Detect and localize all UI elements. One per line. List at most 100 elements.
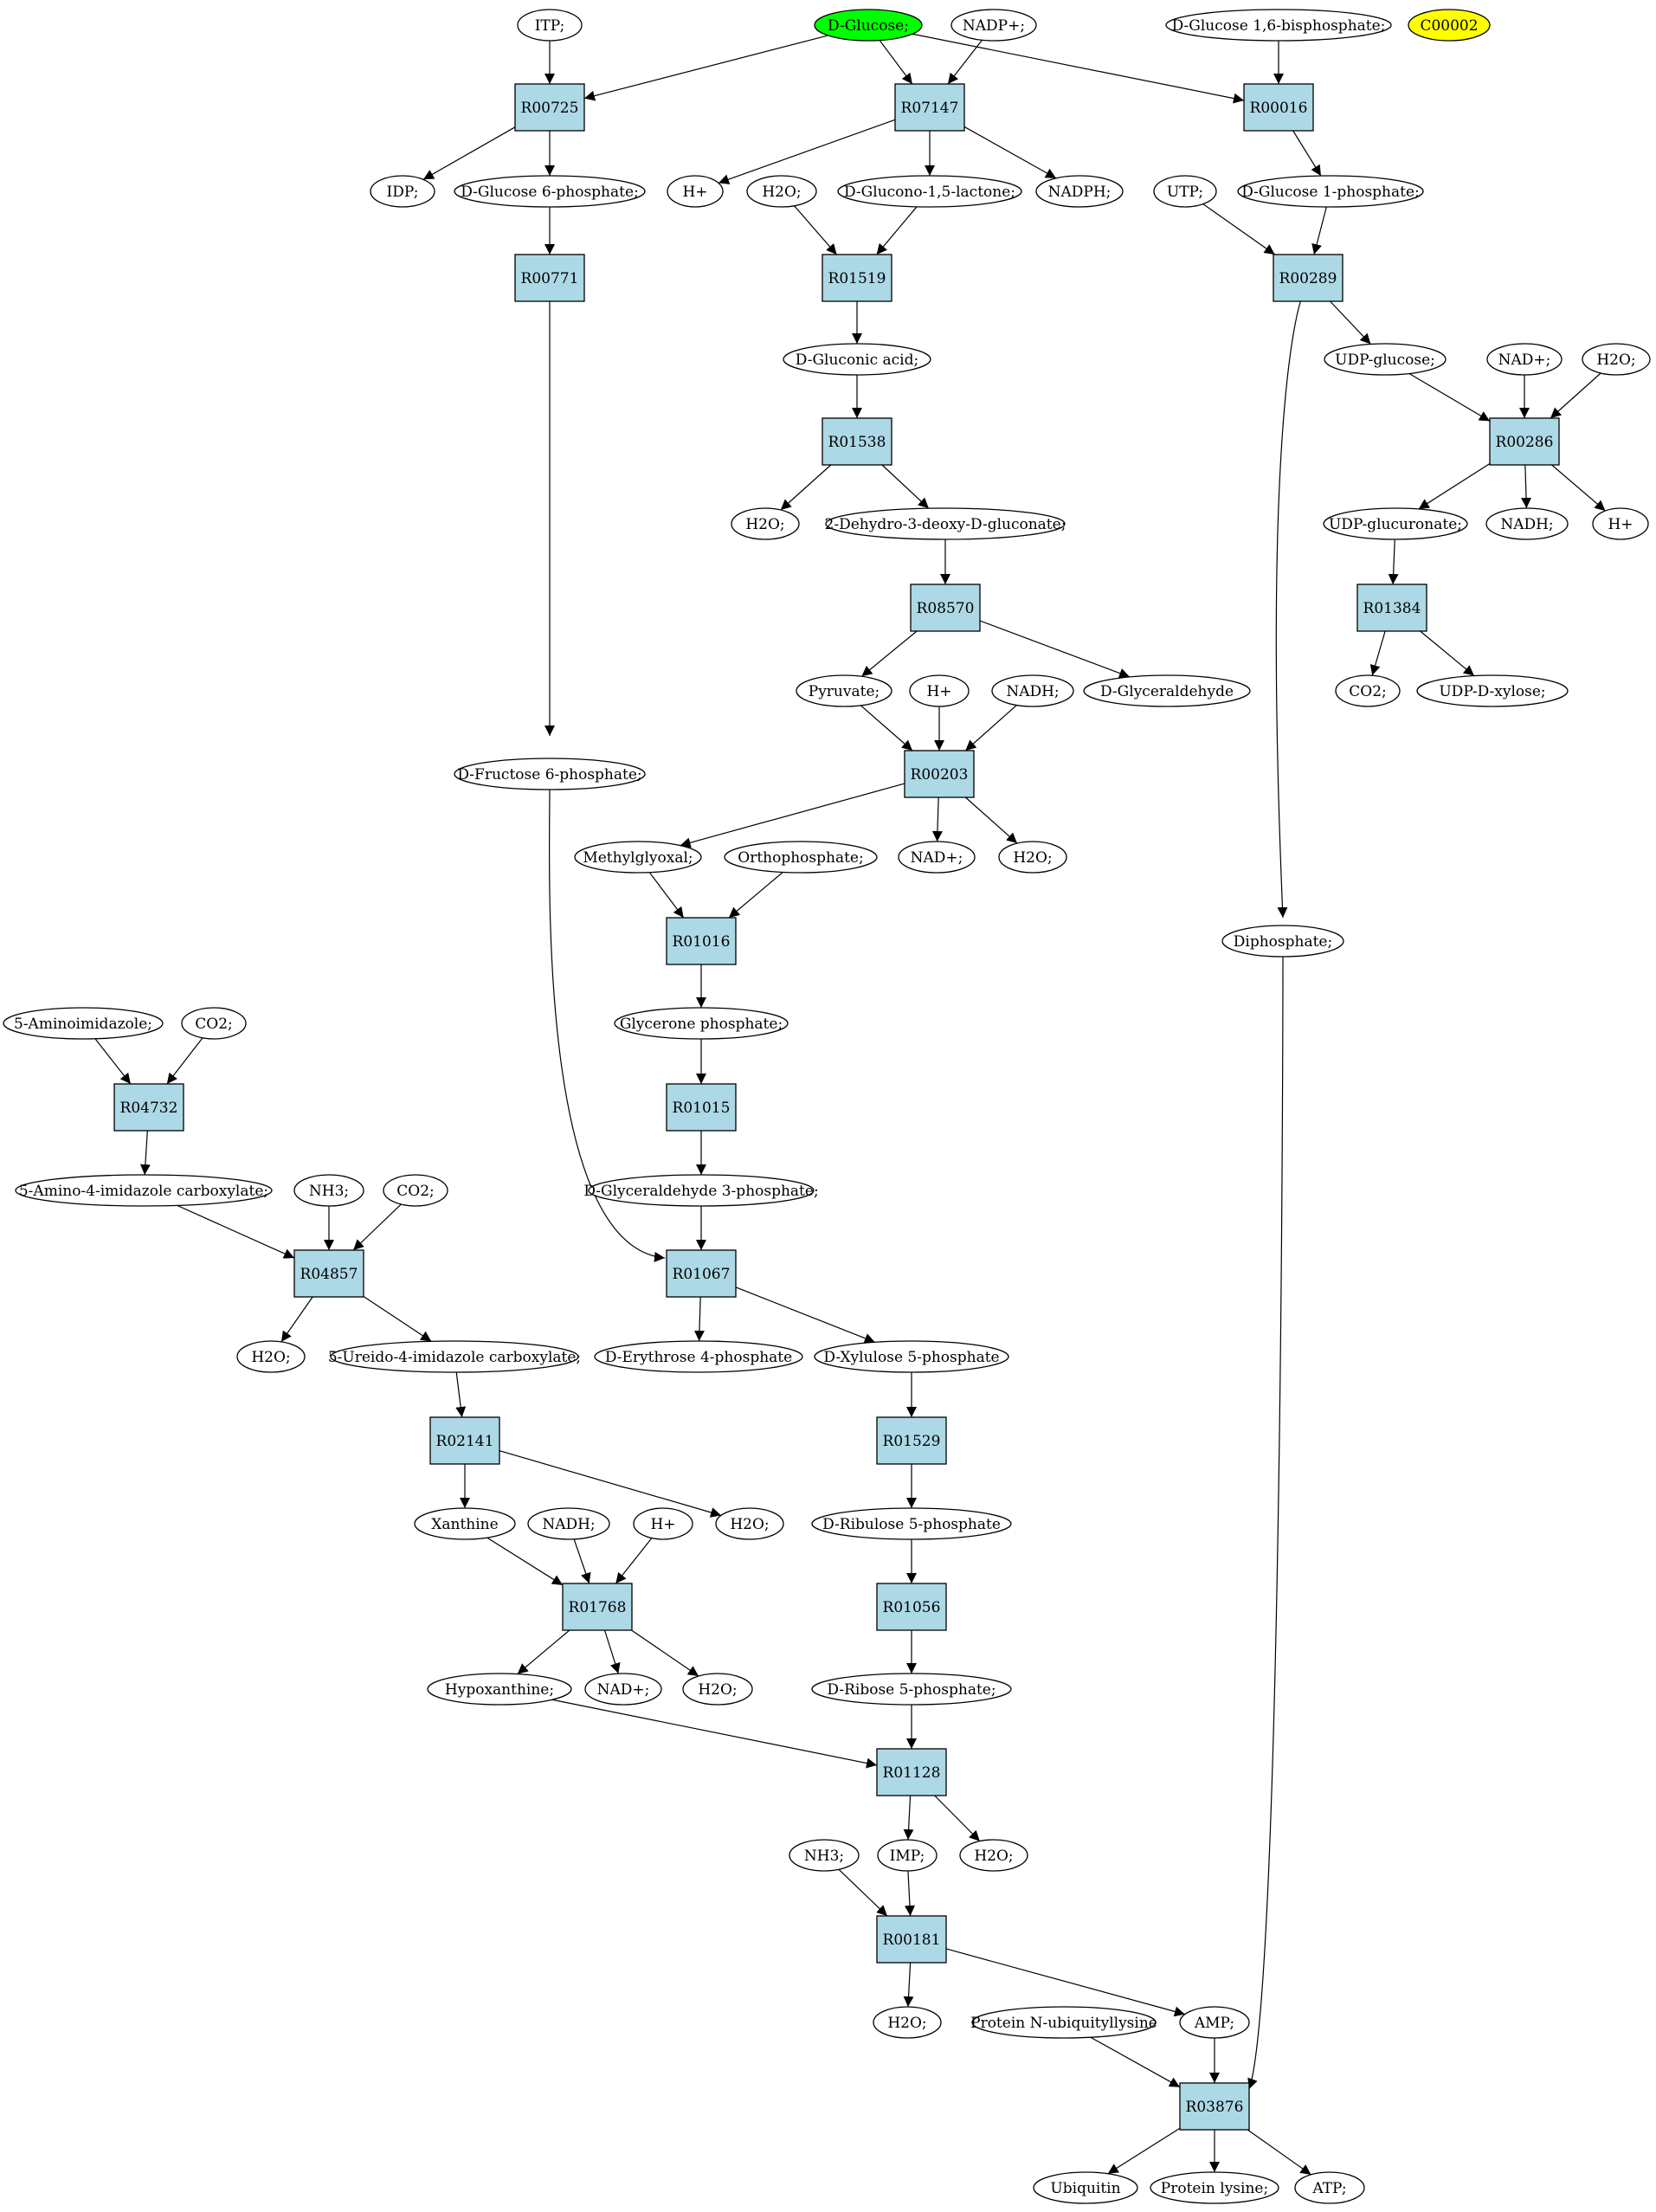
- compound-h2o-9[interactable]: H2O;: [873, 2006, 942, 2039]
- compound-h2o-6[interactable]: H2O;: [715, 1507, 784, 1540]
- reaction-r01016[interactable]: R01016: [666, 917, 737, 965]
- reaction-r01384[interactable]: R01384: [1356, 584, 1427, 632]
- compound-lysine[interactable]: Protein lysine;: [1150, 2171, 1279, 2204]
- compound-h2o-7[interactable]: H2O;: [682, 1673, 753, 1706]
- compound-nadh-1[interactable]: NADH;: [1485, 507, 1569, 540]
- reaction-r01768[interactable]: R01768: [562, 1583, 633, 1631]
- compound-udpglc[interactable]: UDP-glucose;: [1324, 343, 1447, 376]
- reaction-r00203[interactable]: R00203: [904, 750, 975, 798]
- compound-ellipse: [724, 841, 878, 874]
- compound-atp[interactable]: ATP;: [1294, 2171, 1365, 2204]
- compound-label: D-Glucose 6-phosphate;: [461, 184, 639, 201]
- compound-h2o-4[interactable]: H2O;: [998, 841, 1067, 874]
- compound-co2-2[interactable]: CO2;: [181, 1007, 247, 1040]
- compound-label: D-Erythrose 4-phosphate: [605, 1349, 792, 1366]
- compound-label: D-Glucose 1-phosphate;: [1241, 184, 1420, 201]
- reaction-r04857[interactable]: R04857: [293, 1249, 364, 1298]
- compound-nadh-3[interactable]: NADH;: [527, 1507, 610, 1540]
- compound-aminoimidazole[interactable]: 5-Aminoimidazole;: [3, 1007, 164, 1040]
- compound-nh3-2[interactable]: NH3;: [789, 1839, 860, 1872]
- reaction-r00016[interactable]: R00016: [1243, 83, 1314, 132]
- compound-r5p[interactable]: D-Ribose 5-phosphate;: [811, 1673, 1012, 1706]
- compound-hypoxanthine[interactable]: Hypoxanthine;: [427, 1673, 572, 1706]
- compound-ubqlys[interactable]: Protein N-ubiquityllysine: [970, 2006, 1157, 2039]
- compound-xanthine[interactable]: Xanthine: [414, 1507, 516, 1540]
- reaction-box: [666, 1249, 737, 1298]
- reaction-r01519[interactable]: R01519: [822, 254, 892, 302]
- compound-methylglyoxal[interactable]: Methylglyoxal;: [574, 841, 702, 874]
- edge-R01768-to-hypoxanthine: [517, 1629, 570, 1675]
- compound-hplus-2[interactable]: H+: [1592, 507, 1649, 540]
- compound-co2-1[interactable]: CO2;: [1335, 674, 1401, 707]
- compound-label: H2O;: [251, 1349, 290, 1366]
- reaction-label: R01016: [673, 933, 731, 951]
- reaction-r01056[interactable]: R01056: [876, 1583, 947, 1631]
- compound-ellipse: [814, 1340, 1009, 1373]
- compound-nadph[interactable]: NADPH;: [1035, 175, 1124, 208]
- reaction-r00181[interactable]: R00181: [876, 1915, 947, 1964]
- reaction-r01529[interactable]: R01529: [876, 1416, 947, 1465]
- compound-h2o-2[interactable]: H2O;: [1582, 343, 1651, 376]
- compound-gluconolactone[interactable]: D-Glucono-1,5-lactone;: [837, 175, 1022, 208]
- compound-kdg[interactable]: 2-Dehydro-3-deoxy-D-gluconate;: [825, 507, 1066, 540]
- compound-gluconic[interactable]: D-Gluconic acid;: [783, 343, 931, 376]
- edge-R07147-to-hplus_1: [718, 119, 896, 184]
- compound-dhap[interactable]: Glycerone phosphate;: [614, 1007, 789, 1040]
- compound-amp[interactable]: AMP;: [1179, 2006, 1250, 2039]
- compound-g16bp[interactable]: D-Glucose 1,6-bisphosphate;: [1165, 9, 1392, 42]
- compound-e4p[interactable]: D-Erythrose 4-phosphate: [594, 1340, 803, 1373]
- reaction-r00289[interactable]: R00289: [1273, 254, 1343, 302]
- reaction-r08570[interactable]: R08570: [910, 584, 981, 632]
- compound-itp[interactable]: ITP;: [517, 9, 583, 42]
- reaction-r03876[interactable]: R03876: [1179, 2082, 1250, 2131]
- compound-nh3-1[interactable]: NH3;: [293, 1174, 364, 1207]
- compound-nadh-2[interactable]: NADH;: [991, 674, 1074, 707]
- compound-hplus-4[interactable]: H+: [633, 1507, 693, 1540]
- compound-nad-1[interactable]: NAD+;: [1486, 343, 1563, 376]
- edge-R01384-to-udpxyl: [1420, 630, 1475, 676]
- reaction-r00286[interactable]: R00286: [1489, 417, 1560, 466]
- edge-R01538-to-h2o_3: [780, 464, 832, 511]
- reaction-r04732[interactable]: R04732: [113, 1083, 184, 1132]
- reaction-r02141[interactable]: R02141: [429, 1416, 500, 1465]
- compound-h2o-5[interactable]: H2O;: [236, 1340, 306, 1373]
- compound-uica[interactable]: 5-Ureido-4-imidazole carboxylate;: [328, 1340, 581, 1373]
- compound-nad-2[interactable]: NAD+;: [898, 841, 976, 874]
- reaction-label: R00286: [1496, 434, 1554, 451]
- compound-glucose[interactable]: D-Glucose;: [814, 9, 923, 42]
- compound-hplus-3[interactable]: H+: [909, 674, 970, 707]
- compound-gap[interactable]: D-Glyceraldehyde 3-phosphate;: [583, 1174, 819, 1207]
- compound-imp[interactable]: IMP;: [877, 1839, 938, 1872]
- reaction-r07147[interactable]: R07147: [894, 83, 965, 132]
- compound-x5p[interactable]: D-Xylulose 5-phosphate: [814, 1340, 1009, 1373]
- compound-utp[interactable]: UTP;: [1153, 175, 1217, 208]
- compound-h2o-8[interactable]: H2O;: [959, 1839, 1028, 1872]
- compound-h2o-3[interactable]: H2O;: [731, 507, 800, 540]
- compound-nad-3[interactable]: NAD+;: [584, 1673, 662, 1706]
- reaction-r00725[interactable]: R00725: [514, 83, 585, 132]
- compound-aica[interactable]: 5-Amino-4-imidazole carboxylate;: [15, 1174, 273, 1207]
- compound-glyceraldehyde[interactable]: D-Glyceraldehyde: [1083, 674, 1251, 707]
- compound-co2-3[interactable]: CO2;: [383, 1174, 448, 1207]
- compound-c00002[interactable]: C00002: [1408, 9, 1491, 42]
- compound-ubiquitin[interactable]: Ubiquitin: [1033, 2171, 1138, 2204]
- compound-orthophosphate[interactable]: Orthophosphate;: [724, 841, 878, 874]
- compound-f6p[interactable]: D-Fructose 6-phosphate;: [454, 758, 646, 790]
- compound-label: NAD+;: [597, 1681, 650, 1699]
- reaction-r01067[interactable]: R01067: [666, 1249, 737, 1298]
- reaction-r01015[interactable]: R01015: [666, 1083, 737, 1132]
- reaction-r01538[interactable]: R01538: [822, 417, 892, 466]
- reaction-r01128[interactable]: R01128: [876, 1748, 947, 1796]
- compound-g1p[interactable]: D-Glucose 1-phosphate;: [1237, 175, 1424, 208]
- compound-udpxyl[interactable]: UDP-D-xylose;: [1416, 674, 1569, 707]
- compound-idp[interactable]: IDP;: [370, 175, 435, 208]
- compound-udpgca[interactable]: UDP-glucuronate;: [1323, 507, 1468, 540]
- compound-g6p[interactable]: D-Glucose 6-phosphate;: [454, 175, 646, 208]
- compound-pyruvate[interactable]: Pyruvate;: [796, 674, 892, 707]
- compound-diphosphate[interactable]: Diphosphate;: [1221, 925, 1344, 958]
- compound-ru5p[interactable]: D-Ribulose 5-phosphate: [811, 1507, 1012, 1540]
- compound-nadp[interactable]: NADP+;: [950, 9, 1037, 42]
- compound-h2o-1[interactable]: H2O;: [746, 175, 817, 208]
- compound-hplus-1[interactable]: H+: [667, 175, 724, 208]
- reaction-r00771[interactable]: R00771: [514, 254, 585, 302]
